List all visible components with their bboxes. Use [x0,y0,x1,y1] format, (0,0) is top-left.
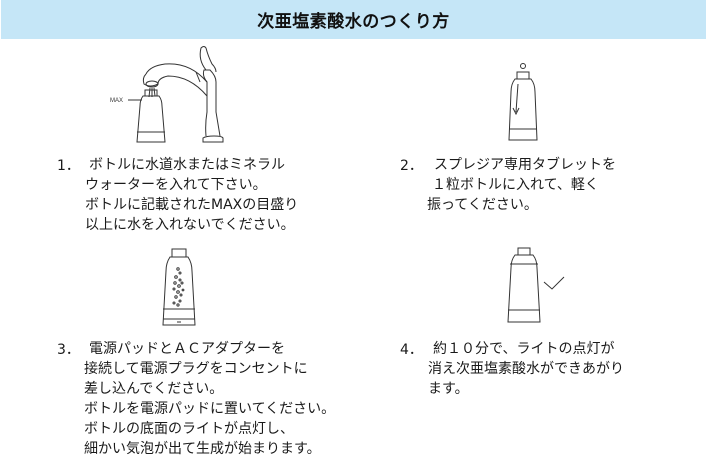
step-2-line-1: スプレジア専用タブレットを [434,157,616,173]
bottle-complete-checkmark-icon [504,246,574,326]
step-1-line-1: ボトルに水道水またはミネラル [89,157,285,173]
bottle-on-power-pad-bubbles-icon [158,247,200,331]
step-2-number: 2． [400,158,423,174]
step-3-number: 3． [57,342,80,358]
step-4-line-3: ます。 [428,381,469,397]
step-1-number: 1． [57,158,80,174]
step-3-line-2: 接続して電源プラグをコンセントに [84,361,308,377]
step-1-line-3: ボトルに記載されたMAXの目盛り [85,197,299,213]
step-2-line-2: １粒ボトルに入れて、軽く [432,177,599,193]
step-3-line-3: 差し込んでください。 [84,381,224,397]
step-2-line-3: 振ってください。 [427,197,538,213]
tablet-into-bottle-icon [500,62,545,144]
step-3-line-4: ボトルを電源パッドに置いてください。 [84,401,336,417]
step-1-line-4: 以上に水を入れないでください。 [85,217,295,233]
step-1-line-2: ウォーターを入れて下さい。 [85,177,267,193]
step-3-line-5: ボトルの底面のライトが点灯し、 [84,421,294,437]
step-4-line-1: 約１０分で、ライトの点灯が [433,341,615,357]
step-4-number: 4． [400,342,423,358]
step-3-line-1: 電源パッドとＡＣアダプターを [89,341,285,357]
faucet-filling-bottle-icon: MAX [110,42,240,147]
max-label: MAX [110,98,123,104]
page-title: 次亜塩素酸水のつくり方 [257,12,450,32]
step-3-line-6: 細かい気泡が出て生成が始まります。 [84,441,321,457]
step-4-line-2: 消え次亜塩素酸水ができあがり [428,361,624,377]
title-banner: 次亜塩素酸水のつくり方 [1,0,706,39]
